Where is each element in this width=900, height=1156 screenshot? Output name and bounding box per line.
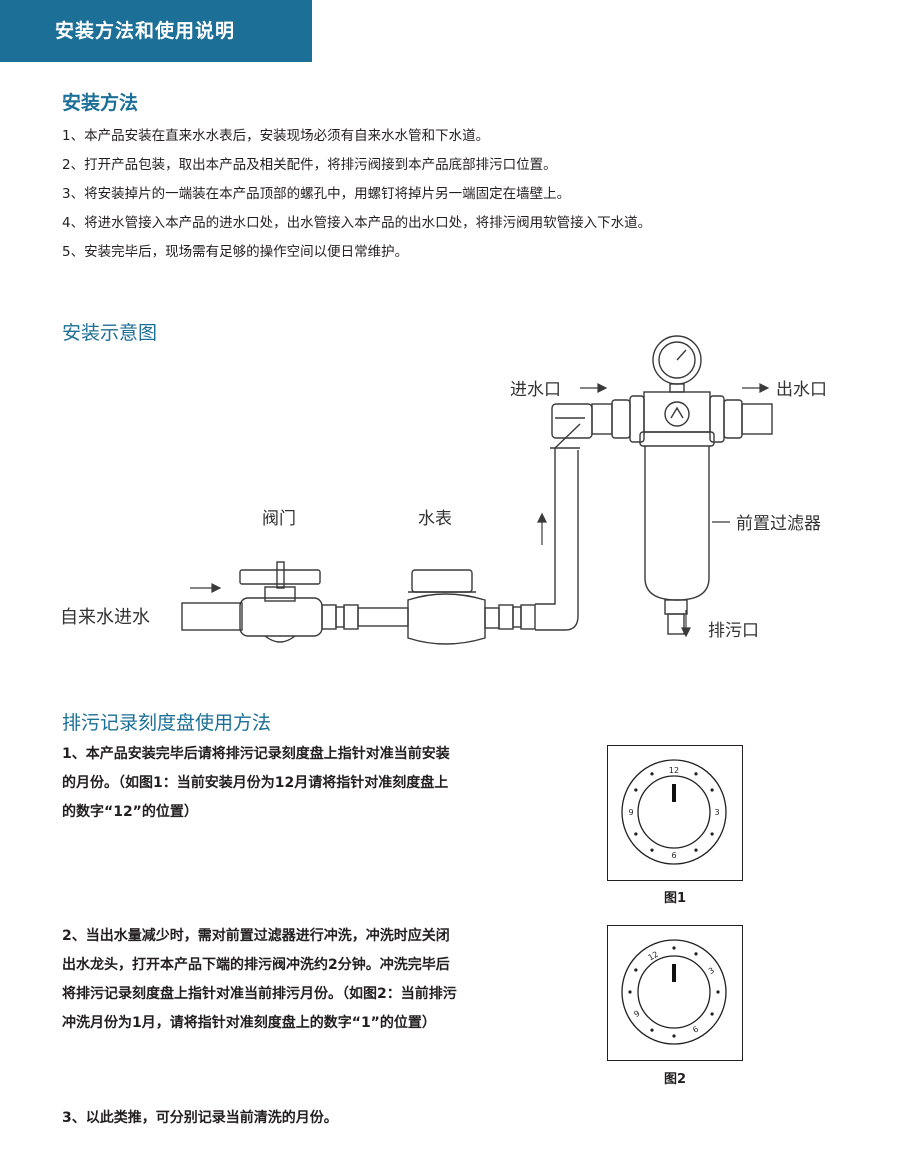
diagram-title: 安装示意图 [62, 322, 158, 344]
dial-2-number: 9 [633, 1009, 642, 1019]
dial-dot [628, 990, 632, 994]
dial-2: 12 3 6 9 [621, 939, 727, 1045]
dial-usage-title: 排污记录刻度盘使用方法 [62, 712, 272, 734]
figure-1-caption: 图1 [663, 891, 687, 906]
dial-2-number: 12 [647, 950, 660, 963]
outlet-label: 出水口 [776, 380, 827, 400]
figure-2-caption: 图2 [663, 1072, 687, 1087]
drain-label: 排污口 [708, 621, 759, 641]
installation-diagram: 自来水进水 阀门 水表 进水口 出水口 前置过滤器 排污口 [60, 335, 827, 645]
page-header: 安装方法和使用说明 [0, 0, 312, 62]
dial-step-1: 1、本产品安装完毕后请将排污记录刻度盘上指针对准当前安装的月份。（如图1：当前安… [62, 746, 450, 820]
install-step: 4、将进水管接入本产品的进水口处，出水管接入本产品的出水口处，将排污阀用软管接入… [62, 215, 652, 231]
install-step: 5、安装完毕后，现场需有足够的操作空间以便日常维护。 [62, 244, 409, 260]
dial-1-number: 12 [669, 766, 679, 775]
install-step: 3、将安装掉片的一端装在本产品顶部的螺孔中，用螺钉将掉片另一端固定在墙壁上。 [62, 186, 571, 202]
dial-dot [650, 772, 654, 776]
dial-dot [634, 832, 638, 836]
dial-dot [634, 788, 638, 792]
dial-dot [710, 832, 714, 836]
dial-figure-2: 12 3 6 9 [607, 925, 743, 1061]
dial-dot [650, 1028, 654, 1032]
dial-figure-1: 12 3 6 9 [607, 745, 743, 881]
install-step: 1、本产品安装在直来水水表后，安装现场必须有自来水水管和下水道。 [62, 128, 490, 144]
dial-1: 12 3 6 9 [621, 759, 727, 865]
install-step: 2、打开产品包装，取出本产品及相关配件，将排污阀接到本产品底部排污口位置。 [62, 157, 557, 173]
dial-dot [634, 968, 638, 972]
dial-dot [694, 848, 698, 852]
tap-in-label: 自来水进水 [60, 607, 150, 628]
inlet-pipe [181, 602, 243, 631]
meter-label: 水表 [418, 509, 452, 529]
inlet-label: 进水口 [510, 380, 561, 400]
dial-1-number: 6 [671, 851, 676, 860]
dial-dot [672, 946, 676, 950]
dial-dot [672, 1034, 676, 1038]
dial-2-number: 3 [707, 966, 716, 976]
install-steps: 1、本产品安装在直来水水表后，安装现场必须有自来水水管和下水道。 2、打开产品包… [62, 122, 651, 267]
dial-dot [710, 788, 714, 792]
install-title: 安装方法 [62, 92, 139, 114]
valve [239, 561, 323, 643]
dial-dot [716, 990, 720, 994]
dial-2-number: 6 [691, 1025, 700, 1035]
dial-step-2: 2、当出水量减少时，需对前置过滤器进行冲洗，冲洗时应关闭出水龙头，打开本产品下端… [62, 928, 457, 1031]
pre-filter [639, 335, 715, 635]
dial-step-3: 3、以此类推，可分别记录当前清洗的月份。 [62, 1110, 338, 1126]
dial-1-number: 3 [714, 808, 719, 817]
water-meter [407, 569, 500, 645]
dial-dot [694, 772, 698, 776]
dial-dot [710, 1012, 714, 1016]
dial-1-number: 9 [628, 808, 633, 817]
dial-dot [694, 952, 698, 956]
valve-label: 阀门 [262, 509, 296, 529]
dial-dot [650, 848, 654, 852]
filter-label: 前置过滤器 [736, 514, 821, 534]
